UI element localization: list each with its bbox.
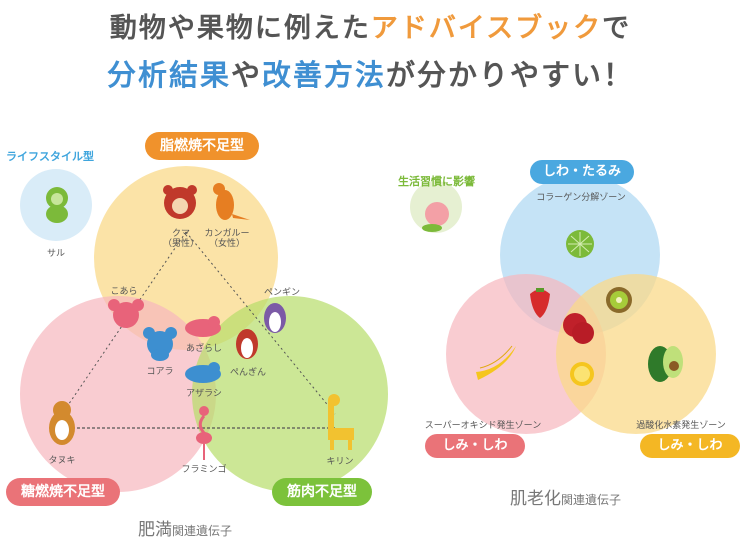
peach-icon xyxy=(422,202,449,232)
peroxide-circle xyxy=(556,274,716,434)
fat-combustion-pill: 脂燃焼不足型 xyxy=(145,132,259,160)
animal-label-flamingo: フラミンゴ xyxy=(181,465,227,475)
raccoon-icon xyxy=(49,401,75,445)
headline-line-2: 分析結果や改善方法が分かりやすい！ xyxy=(0,52,741,94)
animal-label-azarashi: あざらし xyxy=(186,344,223,354)
seal-pink-icon xyxy=(185,316,221,337)
superoxide-zone-label: スーパーオキシド発生ゾーン xyxy=(424,421,542,431)
headline-line-1: 動物や果物に例えたアドバイスブックで xyxy=(0,6,741,45)
strawberry-icon xyxy=(530,288,550,318)
animal-label-kangaroo: カンガルー xyxy=(204,229,250,239)
skin-aging-title-main: 肌老化 xyxy=(510,489,561,509)
muscle-shortage-pill: 筋肉不足型 xyxy=(272,478,372,506)
animal-label-kirin: キリン xyxy=(326,457,354,467)
animal-label-koala-top: こあら xyxy=(110,287,138,297)
obesity-title-main: 肥満 xyxy=(138,520,172,540)
headline-analysis: 分析結果 xyxy=(106,58,231,92)
headline-accent: アドバイスブック xyxy=(370,13,603,44)
wrinkle-sag-pill: しわ・たるみ xyxy=(530,160,634,184)
koala-pink-icon xyxy=(108,299,144,328)
seal-blue-icon xyxy=(185,362,221,383)
spots-wrinkles-pill-right: しみ・しわ xyxy=(640,434,740,458)
headline-particle: や xyxy=(230,58,262,92)
triangle-line-right xyxy=(185,231,336,415)
apple-icon xyxy=(563,313,594,344)
skin-aging-gene-title: 肌老化関連遺伝子 xyxy=(510,484,621,509)
skin-aging-title-sub: 関連遺伝子 xyxy=(561,493,622,507)
headline-text: 動物や果物に例えた xyxy=(109,13,371,44)
kiwi-icon xyxy=(606,287,632,313)
banana-icon xyxy=(476,345,516,380)
animal-label-saru: サル xyxy=(46,249,65,259)
headline-improvement: 改善方法 xyxy=(262,58,387,92)
animal-label-kangaroo-sub: （女性） xyxy=(208,239,245,249)
animal-label-kuma: クマ xyxy=(171,229,190,239)
koala-blue-icon xyxy=(143,327,177,361)
peroxide-zone-label: 過酸化水素発生ゾーン xyxy=(636,421,726,431)
melon-icon xyxy=(566,230,594,258)
collagen-zone-label: コラーゲン分解ゾーン xyxy=(536,193,626,203)
lemon-icon xyxy=(570,362,594,386)
animal-label-azarashi-2: アザラシ xyxy=(186,389,222,399)
lifestyle-impact-label: 生活習慣に影響 xyxy=(398,175,475,188)
penguin-red-icon xyxy=(236,329,258,359)
avocado-icon xyxy=(648,346,683,382)
animal-label-pengin: ぺんぎん xyxy=(230,368,267,378)
animal-label-tanuki: タヌキ xyxy=(48,456,76,466)
animal-label-penguin-top: ペンギン xyxy=(264,288,301,298)
kangaroo-icon xyxy=(213,183,250,220)
flamingo-icon xyxy=(196,406,212,460)
obesity-title-sub: 関連遺伝子 xyxy=(172,524,233,538)
lifestyle-type-label: ライフスタイル型 xyxy=(6,150,94,163)
animal-label-kuma-sub: （男性） xyxy=(162,239,199,249)
headline-text-end: で xyxy=(602,13,632,44)
bear-icon xyxy=(163,185,197,219)
penguin-purple-icon xyxy=(264,303,286,333)
sugar-combustion-pill: 糖燃焼不足型 xyxy=(6,478,120,506)
giraffe-icon xyxy=(328,394,354,450)
superoxide-circle xyxy=(446,274,606,434)
headline-tail: が分かりやすい！ xyxy=(386,58,635,92)
monkey-icon xyxy=(46,187,68,223)
animal-label-koala: コアラ xyxy=(146,367,174,377)
obesity-gene-title: 肥満関連遺伝子 xyxy=(138,515,232,540)
spots-wrinkles-pill-left: しみ・しわ xyxy=(425,434,525,458)
